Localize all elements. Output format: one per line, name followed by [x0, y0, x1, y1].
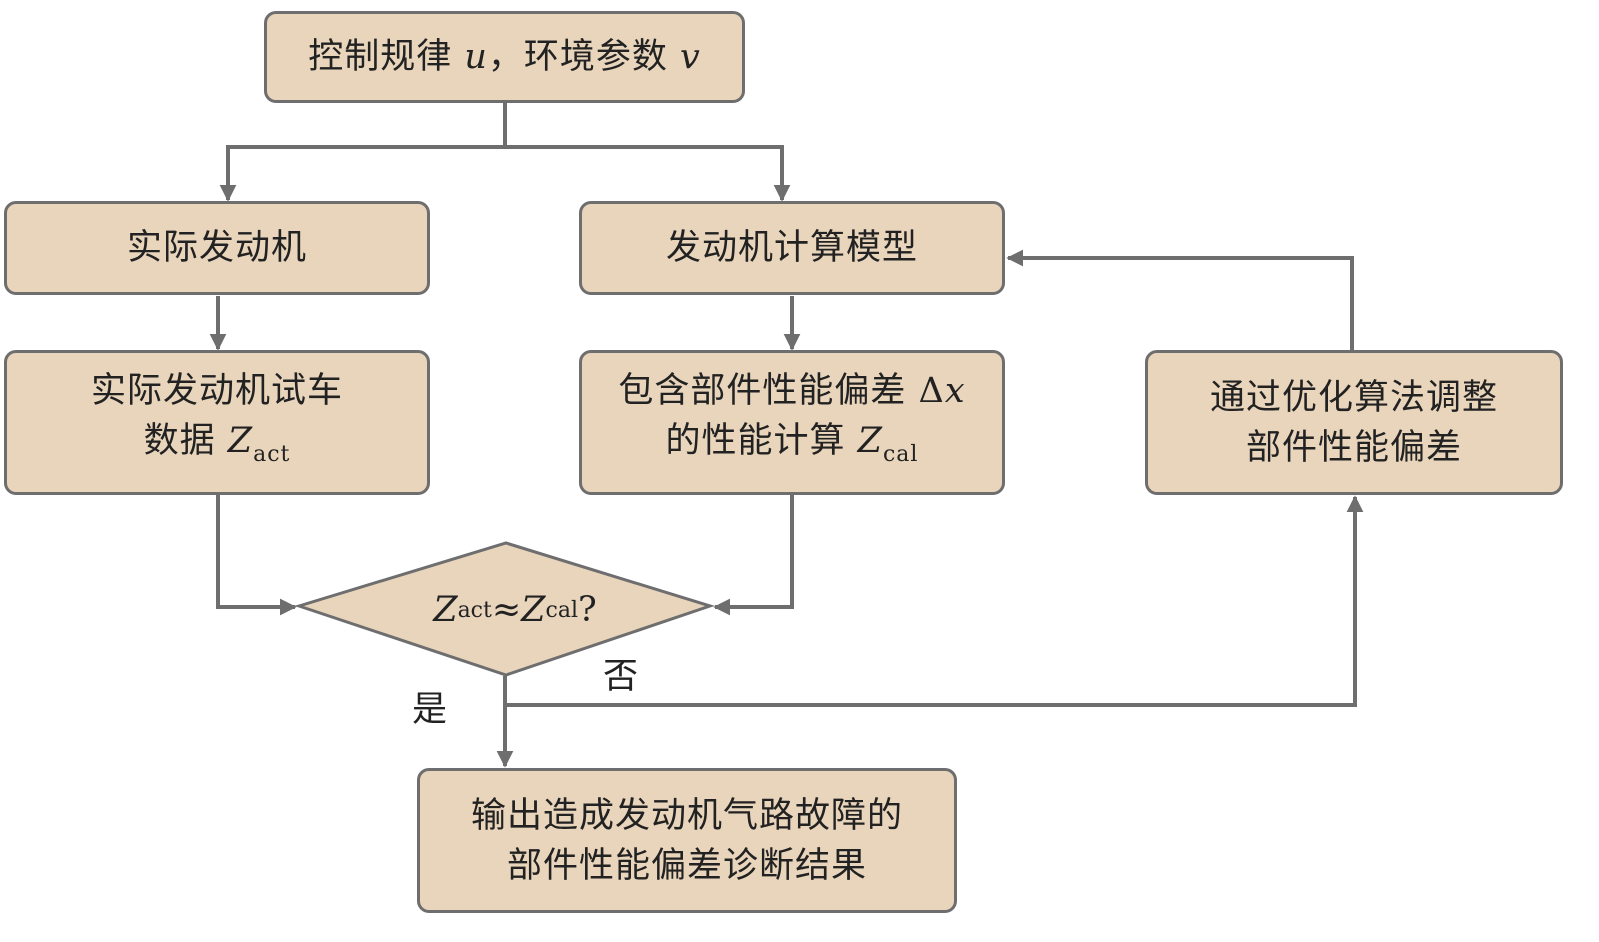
- decision-diamond: [294, 541, 715, 677]
- actual-engine-label: 实际发动机: [126, 228, 307, 268]
- optimize-box: 通过优化算法调整 部件性能偏差: [1145, 350, 1563, 495]
- actual-engine-box: 实际发动机: [4, 201, 430, 295]
- optimize-line1: 通过优化算法调整: [1209, 377, 1498, 418]
- performance-calc-line2: 的性能计算 Zcal: [665, 420, 919, 467]
- edge-label-yes: 是: [412, 690, 448, 730]
- output-line1: 输出造成发动机气路故障的: [470, 795, 903, 836]
- edge-optimize-to-model: [1006, 249, 1354, 350]
- edge-label-no: 否: [603, 657, 639, 697]
- output-box: 输出造成发动机气路故障的 部件性能偏差诊断结果: [417, 768, 957, 913]
- edge-to-actual: [219, 145, 505, 202]
- edge-to-model: [505, 145, 791, 202]
- output-line2: 部件性能偏差诊断结果: [506, 845, 867, 886]
- test-data-line1: 实际发动机试车: [90, 370, 343, 411]
- performance-calc-line1: 包含部件性能偏差 Δx: [618, 370, 966, 411]
- input-text: 控制规律 u，环境参数 v: [308, 37, 701, 77]
- input-box: 控制规律 u，环境参数 v: [264, 11, 745, 103]
- edge-decision-no: [505, 495, 1364, 707]
- test-data-line2: 数据 Zact: [143, 420, 291, 467]
- engine-model-box: 发动机计算模型: [579, 201, 1005, 295]
- engine-model-label: 发动机计算模型: [665, 228, 918, 268]
- test-data-box: 实际发动机试车 数据 Zact: [4, 350, 430, 495]
- performance-calc-box: 包含部件性能偏差 Δx 的性能计算 Zcal: [579, 350, 1005, 495]
- optimize-line2: 部件性能偏差: [1245, 427, 1462, 468]
- edge-data-to-decision: [216, 495, 297, 616]
- edge-calc-to-decision: [713, 495, 794, 616]
